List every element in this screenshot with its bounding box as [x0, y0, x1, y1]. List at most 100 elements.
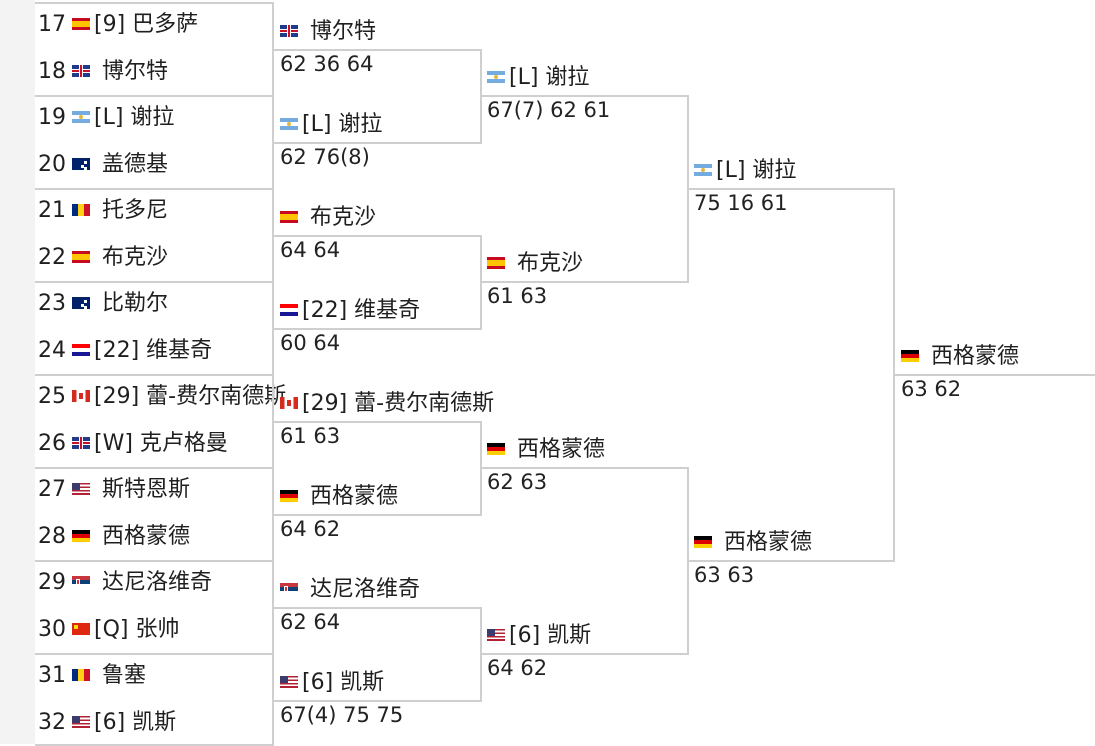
cn-flag-icon	[72, 622, 90, 635]
player-name: 托多尼	[102, 198, 169, 223]
player-entry[interactable]: 西格蒙德	[72, 524, 190, 550]
match-score: 62 76(8)	[280, 144, 370, 169]
bracket-line	[35, 653, 273, 655]
es-flag-icon	[487, 257, 505, 269]
player-entry[interactable]: 西格蒙德	[487, 437, 605, 463]
player-entry[interactable]: 盖德基	[72, 152, 168, 178]
player-entry[interactable]: 达尼洛维奇	[280, 577, 420, 603]
player-name: 西格蒙德	[931, 344, 1020, 369]
player-name: [L] 谢拉	[302, 111, 383, 137]
es-flag-icon	[280, 210, 298, 223]
player-entry[interactable]: 达尼洛维奇	[72, 570, 212, 596]
match-score: 75 16 61	[694, 191, 788, 215]
player-entry[interactable]: 西格蒙德	[901, 344, 1019, 370]
ca-flag-icon	[72, 390, 90, 402]
player-entry[interactable]: [Q] 张帅	[72, 617, 179, 643]
player-entry[interactable]: [9] 巴多萨	[72, 12, 198, 38]
rs-flag-icon	[72, 576, 90, 588]
gb-flag-icon	[72, 436, 90, 449]
player-entry[interactable]: [29] 蕾-费尔南德斯	[280, 391, 494, 417]
au-flag-icon	[72, 297, 90, 309]
player-entry[interactable]: [6] 凯斯	[487, 623, 591, 649]
draw-position: 21	[38, 198, 66, 223]
player-name: 博尔特	[102, 58, 169, 84]
draw-position: 23	[38, 291, 66, 316]
draw-position: 20	[38, 151, 66, 177]
bracket-line	[35, 374, 273, 376]
player-name: [29] 蕾-费尔南德斯	[302, 390, 495, 416]
draw-position: 26	[38, 430, 66, 456]
bracket-line	[481, 467, 688, 469]
player-name: 斯特恩斯	[102, 477, 191, 502]
player-entry[interactable]: [6] 凯斯	[72, 710, 176, 736]
player-name: 布克沙	[102, 244, 169, 270]
player-entry[interactable]: 斯特恩斯	[72, 477, 190, 503]
player-entry[interactable]: [22] 维基奇	[72, 338, 212, 364]
player-entry[interactable]: [6] 凯斯	[280, 670, 384, 696]
match-score: 64 62	[487, 656, 548, 680]
bracket-line	[894, 374, 1095, 376]
player-entry[interactable]: 西格蒙德	[280, 484, 398, 510]
draw-position: 28	[38, 523, 66, 549]
ca-flag-icon	[280, 396, 298, 409]
draw-position: 24	[38, 337, 66, 363]
match-score: 60 64	[280, 330, 341, 355]
player-entry[interactable]: 布克沙	[280, 205, 376, 231]
gb-flag-icon	[72, 64, 90, 77]
player-entry[interactable]: [W] 克卢格曼	[72, 431, 228, 457]
draw-position: 31	[38, 663, 66, 688]
ar-flag-icon	[280, 117, 298, 130]
bracket-line	[481, 653, 688, 655]
draw-position: 25	[38, 384, 66, 409]
player-name: 西格蒙德	[310, 483, 399, 509]
match-score: 63 63	[694, 563, 755, 587]
bracket-line	[35, 281, 273, 283]
us-flag-icon	[72, 483, 90, 495]
player-name: 达尼洛维奇	[310, 576, 421, 602]
es-flag-icon	[72, 250, 90, 263]
player-name: [L] 谢拉	[509, 65, 590, 90]
player-entry[interactable]: [L] 谢拉	[487, 65, 589, 91]
player-name: 盖德基	[102, 151, 169, 177]
de-flag-icon	[694, 536, 712, 548]
player-entry[interactable]: 博尔特	[72, 59, 168, 85]
bracket-line	[273, 327, 481, 330]
bracket-line	[273, 234, 481, 237]
match-score: 64 62	[280, 516, 341, 541]
player-name: [22] 维基奇	[94, 337, 213, 363]
ar-flag-icon	[487, 71, 505, 83]
player-entry[interactable]: 托多尼	[72, 198, 168, 224]
player-entry[interactable]: 布克沙	[72, 245, 168, 271]
player-entry[interactable]: 比勒尔	[72, 291, 168, 317]
draw-position: 17	[38, 12, 66, 37]
match-score: 62 63	[487, 470, 548, 494]
bracket-line	[35, 467, 273, 469]
rs-flag-icon	[280, 582, 298, 595]
draw-position: 18	[38, 58, 66, 84]
us-flag-icon	[487, 629, 505, 641]
player-name: 达尼洛维奇	[102, 570, 213, 595]
player-entry[interactable]: [29] 蕾-费尔南德斯	[72, 384, 286, 410]
player-name: [6] 凯斯	[94, 709, 177, 735]
de-flag-icon	[72, 529, 90, 542]
bracket-line	[273, 141, 481, 144]
player-entry[interactable]: 西格蒙德	[694, 530, 812, 556]
player-entry[interactable]: [L] 谢拉	[694, 158, 796, 184]
player-entry[interactable]: [L] 谢拉	[280, 112, 382, 138]
ro-flag-icon	[72, 669, 90, 681]
player-entry[interactable]: [L] 谢拉	[72, 105, 174, 131]
draw-position: 32	[38, 709, 66, 735]
player-entry[interactable]: [22] 维基奇	[280, 298, 420, 324]
bracket-line	[273, 513, 481, 516]
player-entry[interactable]: 布克沙	[487, 251, 583, 277]
bracket-line	[273, 48, 481, 51]
draw-position: 27	[38, 477, 66, 502]
player-entry[interactable]: 博尔特	[280, 19, 376, 45]
player-entry[interactable]: 鲁塞	[72, 663, 146, 689]
player-name: [6] 凯斯	[302, 669, 385, 695]
bracket-line	[688, 560, 894, 562]
de-flag-icon	[280, 489, 298, 502]
player-name: [9] 巴多萨	[94, 12, 199, 37]
bracket-line	[688, 188, 894, 190]
